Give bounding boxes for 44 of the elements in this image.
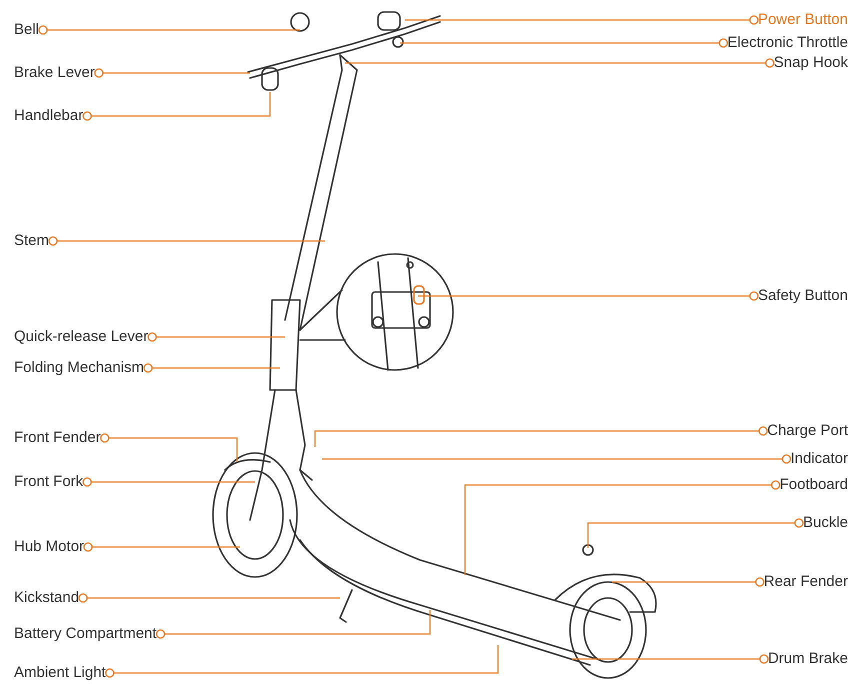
part-label: Bell bbox=[14, 21, 40, 39]
leader-line bbox=[400, 38, 728, 48]
leader-line bbox=[156, 610, 431, 639]
leader-line bbox=[82, 477, 255, 487]
leader-line bbox=[148, 332, 285, 342]
leader-line bbox=[345, 58, 774, 68]
leader-line bbox=[464, 480, 780, 575]
leader-line bbox=[105, 645, 499, 678]
leader-line bbox=[78, 593, 340, 603]
leader-line bbox=[100, 433, 238, 462]
part-label: Safety Button bbox=[758, 287, 848, 305]
leader-line bbox=[82, 92, 271, 121]
leader-line bbox=[48, 236, 325, 246]
leader-line bbox=[612, 577, 764, 587]
part-label: Battery Compartment bbox=[14, 625, 157, 643]
part-label: Electronic Throttle bbox=[727, 34, 848, 52]
leader-line bbox=[572, 654, 769, 664]
leader-line bbox=[314, 426, 768, 447]
part-label: Buckle bbox=[802, 514, 848, 532]
leader-line bbox=[587, 518, 804, 548]
part-label: Charge Port bbox=[767, 422, 848, 440]
leader-line bbox=[405, 15, 759, 25]
part-label: Kickstand bbox=[14, 589, 80, 607]
part-label: Front Fender bbox=[14, 429, 101, 447]
part-label: Quick-release Lever bbox=[14, 328, 148, 346]
leader-line bbox=[322, 454, 792, 464]
leader-line bbox=[83, 542, 240, 552]
part-label: Drum Brake bbox=[768, 650, 848, 668]
part-label: Brake Lever bbox=[14, 64, 95, 82]
part-label: Handlebar bbox=[14, 107, 84, 125]
part-label: Ambient Light bbox=[14, 664, 106, 682]
part-label: Folding Mechanism bbox=[14, 359, 144, 377]
part-label: Footboard bbox=[780, 476, 848, 494]
part-label: Front Fork bbox=[14, 473, 84, 491]
leader-line bbox=[143, 363, 280, 373]
leader-line bbox=[38, 25, 300, 35]
part-label: Stem bbox=[14, 232, 50, 250]
leader-line bbox=[94, 68, 250, 78]
part-label: Hub Motor bbox=[14, 538, 84, 556]
part-label: Power Button bbox=[758, 11, 848, 29]
leader-line bbox=[418, 291, 759, 301]
part-label: Indicator bbox=[790, 450, 848, 468]
part-label: Snap Hook bbox=[774, 54, 848, 72]
part-label: Rear Fender bbox=[764, 573, 848, 591]
